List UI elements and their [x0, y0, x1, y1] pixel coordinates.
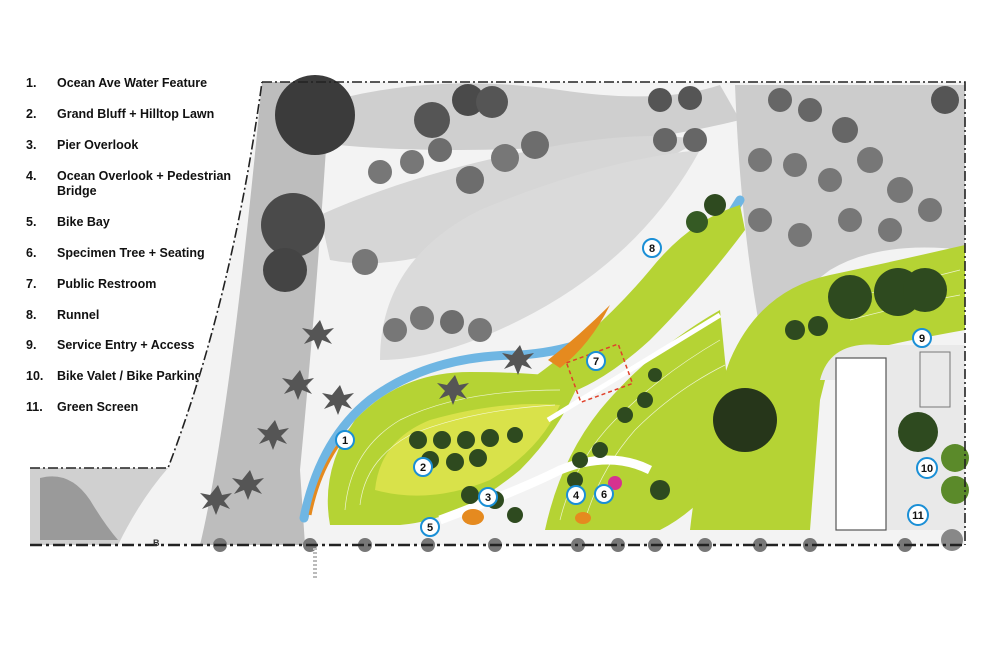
specimen-tree	[608, 476, 622, 490]
legend-label: Bike Valet / Bike Parking	[57, 369, 203, 383]
site-boundary	[30, 81, 966, 545]
marker-label: 6	[601, 489, 607, 501]
legend-number: 8.	[26, 308, 37, 322]
marker-5[interactable]: 5	[420, 517, 440, 537]
legend-label: Runnel	[57, 308, 100, 322]
service-area	[820, 344, 965, 530]
legend-number: 5.	[26, 215, 37, 229]
legend-number: 6.	[26, 246, 37, 260]
marker-7[interactable]: 7	[586, 351, 606, 371]
runnel-lawn	[530, 205, 745, 400]
plan-label: B	[153, 538, 160, 548]
marker-label: 7	[593, 356, 599, 368]
legend-label: Specimen Tree + Seating	[57, 246, 205, 260]
legend-number: 4.	[26, 169, 37, 183]
marker-6[interactable]: 6	[594, 484, 614, 504]
marker-9[interactable]: 9	[912, 328, 932, 348]
marker-label: 8	[649, 243, 655, 255]
marker-4[interactable]: 4	[566, 485, 586, 505]
legend-label: Public Restroom	[57, 277, 157, 291]
marker-label: 4	[573, 490, 580, 502]
legend-label: Ocean Overlook + Pedestrian Bridge	[57, 169, 232, 198]
marker-3[interactable]: 3	[478, 487, 498, 507]
marker-label: 2	[420, 462, 426, 474]
marker-label: 11	[912, 510, 924, 522]
marker-label: 10	[921, 463, 933, 475]
pedestrian-bridge	[546, 312, 722, 423]
marker-label: 3	[485, 492, 491, 504]
marker-1[interactable]: 1	[335, 430, 355, 450]
palm-shrubs	[200, 320, 534, 515]
marker-8[interactable]: 8	[642, 238, 662, 258]
marker-10[interactable]: 10	[916, 457, 938, 479]
legend-number: 7.	[26, 277, 37, 291]
legend-label: Service Entry + Access	[57, 338, 195, 352]
marker-label: 9	[919, 333, 925, 345]
legend-number: 2.	[26, 107, 37, 121]
legend-number: 1.	[26, 76, 37, 90]
marker-2[interactable]: 2	[413, 457, 433, 477]
building	[835, 357, 887, 531]
legend-number: 10.	[26, 369, 44, 383]
legend-number: 9.	[26, 338, 37, 352]
marker-label: 1	[342, 435, 348, 447]
lower-lawn	[545, 310, 735, 530]
restroom-roof-accent	[548, 305, 610, 368]
legend-label: Green Screen	[57, 400, 139, 414]
legend-label: Pier Overlook	[57, 138, 139, 152]
legend-label: Bike Bay	[57, 215, 110, 229]
marker-label: 5	[427, 522, 433, 534]
legend-label: Ocean Ave Water Feature	[57, 76, 208, 90]
legend-label: Grand Bluff + Hilltop Lawn	[57, 107, 215, 121]
legend-number: 11.	[26, 400, 43, 414]
pier-overlook-seat	[462, 509, 484, 525]
ocean-overlook-seat	[575, 512, 591, 524]
east-lawn	[690, 245, 965, 530]
legend-number: 3.	[26, 138, 37, 152]
trees-grey	[261, 75, 959, 342]
service-entry-box	[919, 351, 951, 408]
marker-11[interactable]: 11	[907, 504, 929, 526]
